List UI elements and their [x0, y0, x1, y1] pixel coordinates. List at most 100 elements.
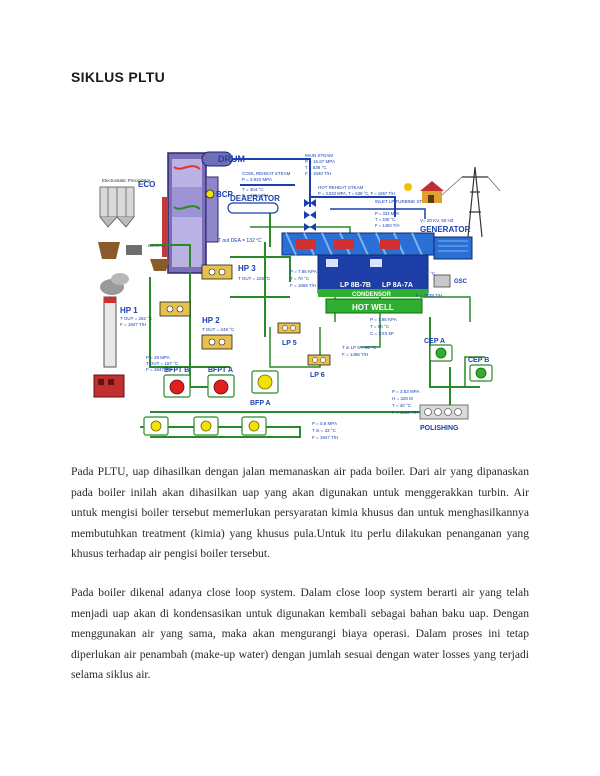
- boiler: [162, 152, 219, 274]
- main-steam-title: MAIN STEAM: [305, 153, 333, 158]
- hotwell-c: C = XXX kP: [370, 331, 394, 336]
- main-steam-valves: [304, 199, 316, 231]
- gsc-line: [420, 296, 471, 322]
- hp1-flow: F = 1947 T/H: [120, 322, 146, 327]
- coal-mill: [98, 242, 170, 271]
- cep-pressure: P = 3.53 MPA: [392, 389, 419, 394]
- gsc-flow: F = 1838 T/H: [416, 293, 442, 298]
- hp2-label: HP 2: [202, 316, 220, 325]
- lp-inlet-title: INLET LP TURBINE STEAM: [375, 199, 432, 204]
- bfpt-a-label: BFPT A: [208, 367, 233, 374]
- bfpt-b-label: BFPT B: [164, 367, 189, 374]
- cep-head: H = 325 M: [392, 396, 413, 401]
- lp-inlet-pressure: P = 333 MPA: [375, 211, 400, 216]
- lp-inlet-flow: F = 1450 T/H: [375, 223, 399, 228]
- hot-reheat-title: HOT REHEAT STEAM: [318, 185, 364, 190]
- cep-b-pump-icon: [475, 367, 487, 379]
- main-steam-flow: F = 1940 T/H: [305, 171, 331, 176]
- gsc-label: GSC: [454, 279, 468, 285]
- main-steam-pressure: P = 16.67 MPA: [305, 159, 335, 164]
- chimney-stack: [93, 273, 129, 398]
- hotwell-temp: T = 60 °C: [370, 324, 390, 329]
- bfp-discharge-line: [140, 426, 301, 438]
- bfpt-line: [269, 327, 321, 368]
- hp3-label: HP 3: [238, 264, 256, 273]
- lp-aa-label: LP 8A-7A: [382, 282, 413, 289]
- cep-a-label: CEP A: [424, 338, 445, 345]
- lp6-heater: [307, 354, 331, 366]
- pltu-cycle-diagram: DRUM ECO BCP Electrostatic Precipitator …: [90, 147, 510, 447]
- bfpt-flow: F = 1947 T/H: [146, 367, 172, 372]
- bfp-pressure: P = 0.6 MPA: [312, 421, 337, 426]
- feedwater-line-3: [149, 277, 230, 368]
- hp2-heater: [201, 334, 233, 350]
- lp5-heater: [277, 322, 301, 334]
- hp1-temp: T OUT = 282 °C: [120, 316, 153, 321]
- bfpt-a-pump-icon: [213, 379, 229, 395]
- paragraph-2: Pada boiler dikenal adanya close loop sy…: [71, 586, 529, 682]
- esp-label: Electrostatic Precipitator: [102, 178, 151, 183]
- generator-label: GENERATOR: [420, 225, 471, 234]
- deaerator-temp: T out DEA = 132 °C: [218, 238, 262, 244]
- lp6-flow: F = 1496 T/H: [342, 352, 368, 357]
- cold-reheat-temp: T = 304 °C: [242, 187, 264, 192]
- hotwell-label: HOT WELL: [352, 303, 394, 312]
- lp-bb-label: LP 8B-7B: [340, 282, 371, 289]
- feedwater-line-1: [150, 244, 191, 267]
- cep-a-pump-icon: [435, 347, 447, 359]
- hot-reheat-line: [310, 196, 396, 217]
- bfp-temp: T in = 33 °C: [312, 428, 337, 433]
- cold-reheat-title: COOL REHEAT STEAM: [242, 171, 291, 176]
- booster-pump-3-icon: [248, 420, 260, 432]
- paragraph-1: Pada PLTU, uap dihasilkan dengan jalan m…: [71, 465, 529, 561]
- hotwell-tank: [325, 298, 423, 314]
- main-steam-temp: T = 538 °C: [305, 165, 327, 170]
- cep-line: [429, 317, 480, 388]
- turbine-block: [281, 232, 435, 256]
- page-title: SIKLUS PLTU: [71, 69, 166, 85]
- sun-icon: [404, 183, 412, 191]
- drum-label: DRUM: [218, 154, 245, 164]
- gsc-unit: [433, 274, 451, 288]
- hp2-temp: T OUT = 248 °C: [202, 327, 235, 332]
- bfpt-temp: T OUT = 187 °C: [146, 361, 179, 366]
- lp6-temp: T in LP 6 = 60 °C: [342, 345, 377, 350]
- cep-b-label: CEP B: [468, 357, 489, 364]
- booster-pump-1-icon: [150, 420, 162, 432]
- lp-inlet-line: [330, 208, 426, 219]
- bfp-a-label: BFP A: [250, 400, 271, 407]
- hotwell-pressure: P = 7.85 KPA: [370, 317, 397, 322]
- condensor-bar: [318, 289, 428, 297]
- polishing-unit: [419, 404, 469, 420]
- condenser-pressure: P = 7.85 KPA: [290, 269, 317, 274]
- hp-line-1: [230, 256, 291, 282]
- polishing-label: POLISHING: [420, 425, 459, 432]
- hp3-temp: T OUT = 225 °C: [238, 276, 271, 281]
- bfp-flow: F = 1947 T/H: [312, 435, 338, 440]
- condenser-panel: [317, 254, 429, 294]
- main-steam-line: [232, 158, 311, 207]
- deaerator-label: DEAERATOR: [230, 194, 280, 203]
- booster-pump-2-icon: [200, 420, 212, 432]
- hot-reheat-values: P = 3.533 MPA, T = 538 °C, F = 1657 T/H: [318, 191, 395, 196]
- condensor-label: CONDENSOR: [352, 292, 392, 298]
- hp1-label: HP 1: [120, 306, 138, 315]
- bcp-pump-icon: [205, 189, 215, 199]
- house-icon: [420, 181, 444, 203]
- cep-b-line: [464, 356, 485, 387]
- cold-reheat-flow: F = 1654 T/H: [242, 193, 268, 198]
- electrostatic-precipitator: [99, 186, 135, 228]
- gsc-temp: T = 45 °C: [416, 271, 436, 276]
- hp1-heater: [159, 301, 191, 317]
- hp3-heater: [201, 264, 233, 280]
- eco-label: ECO: [138, 180, 155, 189]
- lp-inlet-temp: T = 330 °C: [375, 217, 395, 222]
- transmission-tower-icon: [441, 166, 501, 238]
- bfpt-pressure: P = 28 MPA: [146, 355, 170, 360]
- cold-reheat-pressure: P = 3.922 MPA: [242, 177, 272, 182]
- bfp-a-pump-icon: [257, 374, 273, 390]
- lp6-line: [360, 297, 381, 348]
- cep-flow: F = 1838 T/H: [392, 410, 418, 415]
- condenser-flow: F = 1655 T/H: [290, 283, 316, 288]
- lp5-label: LP 5: [282, 340, 297, 347]
